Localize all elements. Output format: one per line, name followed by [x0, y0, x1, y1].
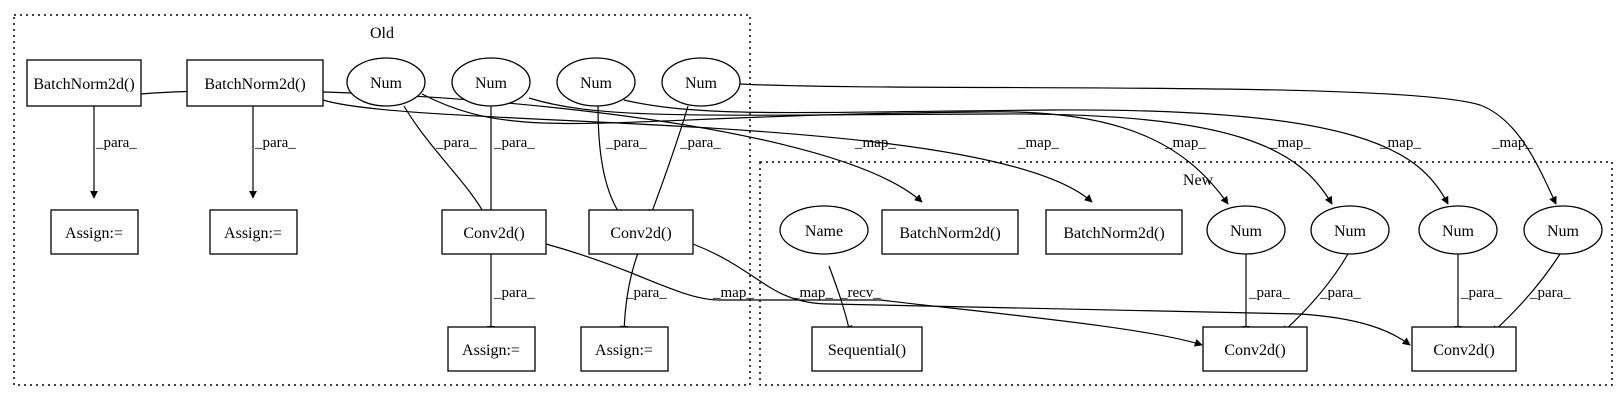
edge-label: _map_	[854, 135, 896, 151]
edge-label: _para_	[493, 285, 535, 301]
svg-text:Conv2d(): Conv2d()	[463, 225, 524, 242]
node-new-num-2[interactable]: Num	[1310, 205, 1390, 255]
svg-text:Num: Num	[1442, 223, 1475, 240]
edge-label: _para_	[1460, 285, 1502, 301]
node-old-num-4[interactable]: Num	[661, 57, 741, 107]
edge-label: _para_	[679, 135, 721, 151]
edge-label: _map_	[1269, 135, 1311, 151]
node-old-assign-1[interactable]: Assign:=	[50, 209, 139, 255]
svg-text:Conv2d(): Conv2d()	[1433, 342, 1494, 359]
edge-new-num3-conv2: _para_	[1454, 254, 1502, 334]
svg-text:Assign:=: Assign:=	[224, 225, 282, 242]
edge-label: _map_	[791, 285, 833, 301]
node-new-num-3[interactable]: Num	[1418, 205, 1498, 255]
edge-label: _map_	[1164, 135, 1206, 151]
edge-label: _map_	[1017, 135, 1059, 151]
node-old-assign-3[interactable]: Assign:=	[447, 326, 536, 372]
svg-text:Name: Name	[805, 223, 843, 240]
edge-label: _para_	[254, 135, 296, 151]
node-new-batchnorm2d-2[interactable]: BatchNorm2d()	[1045, 209, 1183, 255]
svg-text:Num: Num	[1547, 223, 1580, 240]
edge-map-bn2: _map_	[322, 99, 1093, 203]
svg-text:Num: Num	[370, 75, 403, 92]
node-old-assign-2[interactable]: Assign:=	[209, 209, 298, 255]
node-new-conv2d-1[interactable]: Conv2d()	[1202, 326, 1308, 372]
edge-label: _para_	[435, 135, 477, 151]
svg-text:BatchNorm2d(): BatchNorm2d()	[204, 76, 305, 93]
svg-text:BatchNorm2d(): BatchNorm2d()	[899, 225, 1000, 242]
node-new-sequential[interactable]: Sequential()	[811, 326, 923, 372]
svg-text:Conv2d(): Conv2d()	[610, 225, 671, 242]
svg-text:BatchNorm2d(): BatchNorm2d()	[33, 76, 134, 93]
edge-label: _para_	[493, 135, 535, 151]
edge-label: _map_	[1491, 135, 1533, 151]
edge-new-num1-conv1: _para_	[1242, 254, 1290, 334]
svg-text:BatchNorm2d(): BatchNorm2d()	[1063, 225, 1164, 242]
node-old-batchnorm2d-1[interactable]: BatchNorm2d()	[26, 59, 142, 107]
edge-label: _para_	[1248, 285, 1290, 301]
node-old-batchnorm2d-2[interactable]: BatchNorm2d()	[186, 59, 324, 107]
node-new-name[interactable]: Name	[779, 205, 869, 255]
cluster-new: New	[759, 161, 1613, 386]
edge-old-conv1-assign3: _para_	[487, 253, 535, 334]
edge-label: _recv_	[839, 285, 881, 301]
edge-map-num2: _map_	[528, 97, 1333, 205]
edge-label: _map_	[1379, 135, 1421, 151]
svg-text:Num: Num	[475, 75, 508, 92]
edge-label: _para_	[625, 285, 667, 301]
edge-label: _para_	[1529, 285, 1571, 301]
edge-map-num1: _map_	[421, 93, 1229, 205]
svg-text:Conv2d(): Conv2d()	[1224, 342, 1285, 359]
node-old-conv2d-1[interactable]: Conv2d()	[441, 209, 547, 255]
edge-map-num4: _map_	[739, 83, 1557, 205]
node-new-num-4[interactable]: Num	[1523, 205, 1603, 255]
node-new-conv2d-2[interactable]: Conv2d()	[1411, 326, 1517, 372]
node-new-batchnorm2d-1[interactable]: BatchNorm2d()	[881, 209, 1019, 255]
node-old-assign-4[interactable]: Assign:=	[580, 326, 669, 372]
node-new-num-1[interactable]: Num	[1206, 205, 1286, 255]
edge-map-conv1: _map_	[545, 243, 1203, 347]
edge-map-num3: _map_	[623, 99, 1449, 205]
edge-old-bn2-assign2: _para_	[249, 106, 296, 199]
svg-text:Assign:=: Assign:=	[595, 342, 653, 359]
svg-text:Num: Num	[685, 75, 718, 92]
edge-old-num2-conv1: _para_	[487, 106, 535, 218]
edge-old-conv2-assign4: _para_	[620, 252, 667, 334]
edge-label: _map_	[712, 285, 754, 301]
svg-text:Assign:=: Assign:=	[462, 342, 520, 359]
svg-text:Assign:=: Assign:=	[65, 225, 123, 242]
edge-map-conv2: _map_	[692, 243, 1411, 346]
svg-text:Num: Num	[1334, 223, 1367, 240]
cluster-old: Old	[13, 14, 751, 386]
node-old-num-2[interactable]: Num	[451, 57, 531, 107]
edge-label: _para_	[605, 135, 647, 151]
node-old-num-1[interactable]: Num	[346, 57, 426, 107]
edge-old-bn1-assign1: _para_	[90, 106, 137, 199]
edge-new-num2-conv1: _para_	[1281, 253, 1361, 334]
node-old-conv2d-2[interactable]: Conv2d()	[588, 209, 694, 255]
edge-label: _para_	[1319, 285, 1361, 301]
edge-old-num1-conv1: _para_	[403, 105, 487, 218]
cluster-old-title: Old	[370, 25, 394, 42]
svg-text:Sequential(): Sequential()	[828, 342, 906, 359]
edge-label: _para_	[95, 135, 137, 151]
cluster-new-title: New	[1183, 172, 1214, 189]
svg-text:Num: Num	[1230, 223, 1263, 240]
edge-old-num4-conv2: _para_	[648, 105, 721, 218]
node-old-num-3[interactable]: Num	[556, 57, 636, 107]
edge-new-num4-conv2: _para_	[1491, 253, 1571, 334]
svg-text:Num: Num	[580, 75, 613, 92]
